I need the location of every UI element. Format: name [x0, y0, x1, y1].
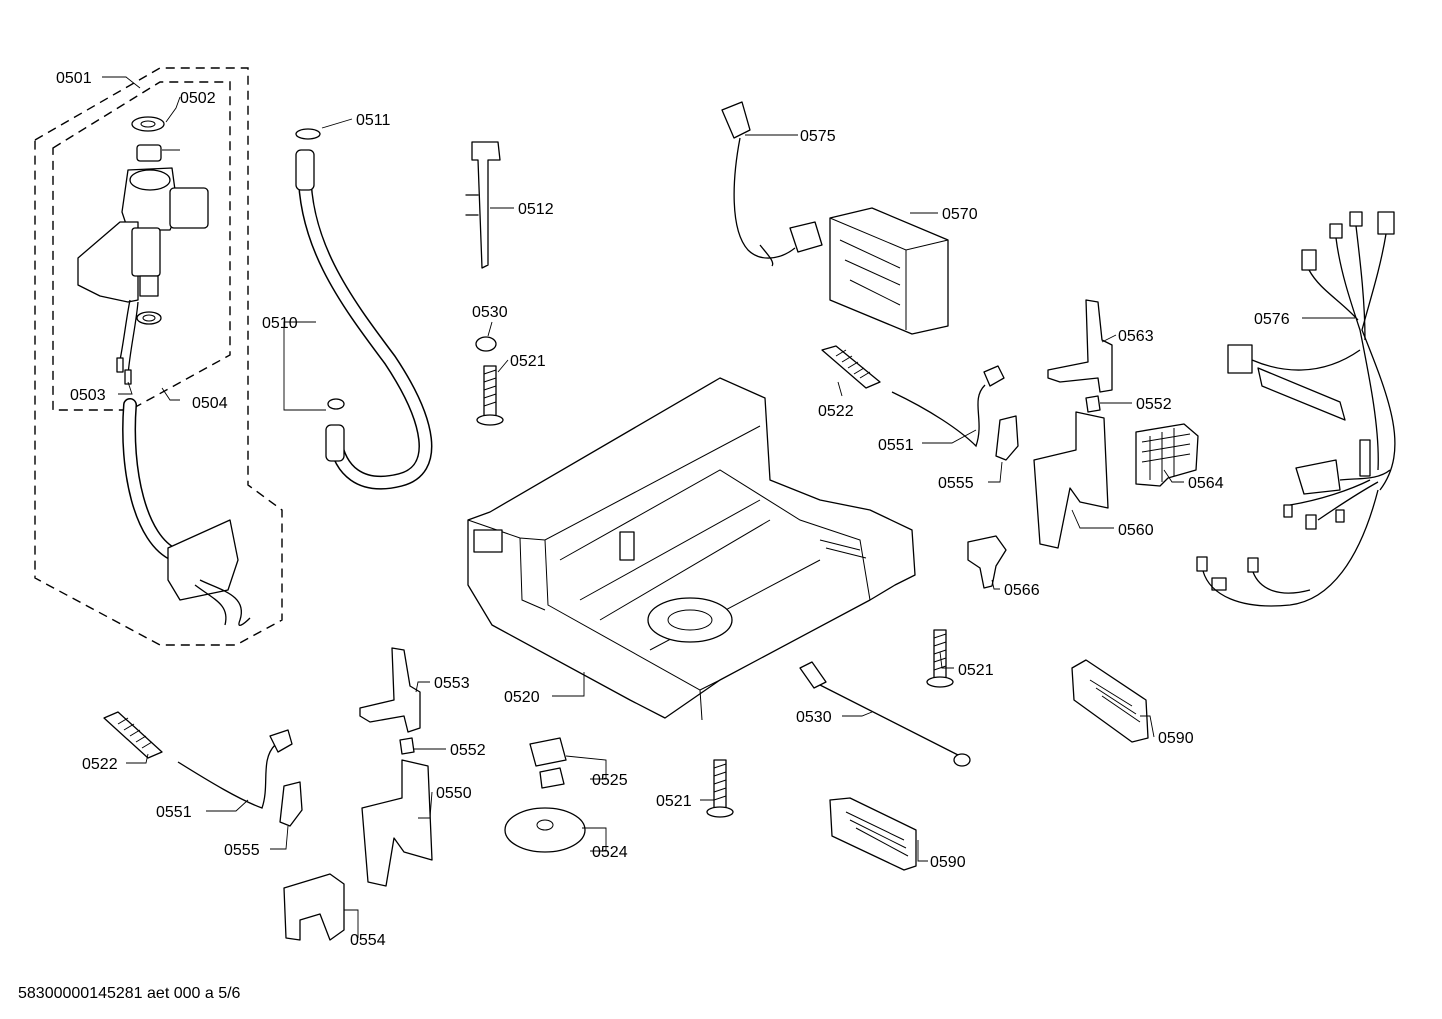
- cable-holder-0555-top: [995, 415, 1019, 461]
- label-0563: 0563: [1118, 328, 1154, 345]
- diagram-footer-code: 58300000145281 aet 000 a 5/6: [18, 985, 241, 1002]
- door-spring-top: [821, 345, 881, 389]
- cable-holder-0555-bottom: [279, 781, 303, 827]
- control-module: [829, 207, 949, 335]
- label-0525: 0525: [592, 772, 628, 789]
- label-0576: 0576: [1254, 311, 1290, 328]
- wiring-harness: [1196, 211, 1396, 607]
- label-0551-bottom: 0551: [156, 804, 192, 821]
- label-0522-top: 0522: [818, 403, 854, 420]
- inlet-hose: [122, 398, 251, 626]
- power-cord: [721, 101, 823, 267]
- cover-grid-0564: [1135, 423, 1199, 487]
- detergent-parts: [504, 737, 586, 853]
- label-0503: 0503: [70, 387, 106, 404]
- label-0555-top: 0555: [938, 475, 974, 492]
- hinge-bracket-0563: [1047, 299, 1113, 393]
- label-0552-bottom: 0552: [450, 742, 486, 759]
- label-0550: 0550: [436, 785, 472, 802]
- adjustable-foot-right: [926, 629, 954, 688]
- label-0522-bottom: 0522: [82, 756, 118, 773]
- label-0520: 0520: [504, 689, 540, 706]
- part-labels: 0501 0502 0503 0504 0510 0511 0512 0530 …: [56, 70, 1290, 949]
- sensor-0566: [967, 535, 1007, 589]
- label-0564: 0564: [1188, 475, 1224, 492]
- label-0512: 0512: [518, 201, 554, 218]
- water-inlet-valve: [77, 116, 209, 385]
- label-0524: 0524: [592, 844, 628, 861]
- hinge-bracket-0550: [361, 759, 433, 887]
- label-0553: 0553: [434, 675, 470, 692]
- clip-0552-top: [1085, 395, 1101, 413]
- label-0551-top: 0551: [878, 437, 914, 454]
- label-0521-bottom: 0521: [656, 793, 692, 810]
- label-0590-top: 0590: [1158, 730, 1194, 747]
- clip-0552-bottom: [399, 737, 415, 755]
- label-0570: 0570: [942, 206, 978, 223]
- label-0560: 0560: [1118, 522, 1154, 539]
- adjustable-foot-bottom: [706, 759, 734, 818]
- assembly-0501-outline: [34, 67, 283, 646]
- label-0504: 0504: [192, 395, 228, 412]
- label-0566: 0566: [1004, 582, 1040, 599]
- leader-lines: [102, 76, 1355, 938]
- label-0530-top: 0530: [472, 304, 508, 321]
- label-0554: 0554: [350, 932, 386, 949]
- label-0502: 0502: [180, 90, 216, 107]
- label-0501: 0501: [56, 70, 92, 87]
- label-0555-bottom: 0555: [224, 842, 260, 859]
- door-cable-top: [891, 384, 986, 448]
- door-cable-bottom: [177, 744, 276, 809]
- hinge-bracket-0560: [1033, 411, 1109, 549]
- base-tub: [467, 377, 916, 721]
- adjustable-foot-top: [475, 336, 504, 426]
- hinge-bracket-0553: [359, 647, 421, 733]
- cover-strip-0590-bottom: [829, 797, 917, 871]
- label-0575: 0575: [800, 128, 836, 145]
- label-0590-bottom: 0590: [930, 854, 966, 871]
- hose-holder-0512: [465, 141, 501, 269]
- drain-hose: [295, 128, 433, 490]
- label-0521-top: 0521: [510, 353, 546, 370]
- cover-strip-0590-top: [1071, 659, 1149, 743]
- label-0510: 0510: [262, 315, 298, 332]
- label-0511: 0511: [356, 112, 391, 129]
- label-0552-top: 0552: [1136, 396, 1172, 413]
- cover-0554: [283, 873, 345, 941]
- adjustment-rod: [799, 661, 971, 767]
- assembly-0502-outline: [52, 81, 231, 411]
- label-0521-right: 0521: [958, 662, 994, 679]
- label-0530-bottom: 0530: [796, 709, 832, 726]
- door-spring-bottom: [103, 711, 163, 759]
